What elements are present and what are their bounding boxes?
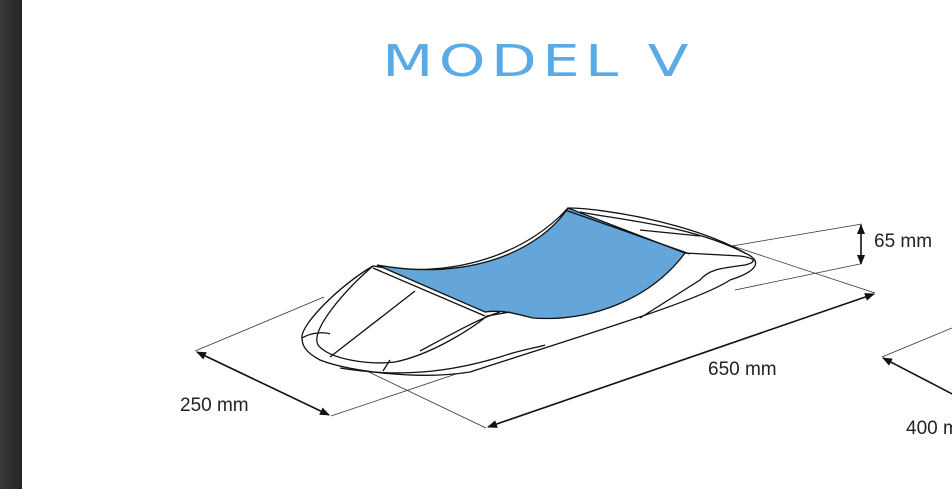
- width-arrow: [196, 351, 330, 416]
- page-title: MODEL V: [382, 36, 694, 87]
- length-label: 650 mm: [708, 359, 777, 380]
- window-side-bar: [0, 0, 22, 489]
- length-arrow: [487, 293, 875, 428]
- dimension-arrows: [196, 224, 952, 428]
- seat-model: [301, 207, 757, 376]
- height-label: 65 mm: [874, 231, 932, 252]
- other-dimension-label: 400 mm: [906, 418, 952, 439]
- width-label: 250 mm: [180, 395, 249, 416]
- other-arrow: [882, 357, 952, 395]
